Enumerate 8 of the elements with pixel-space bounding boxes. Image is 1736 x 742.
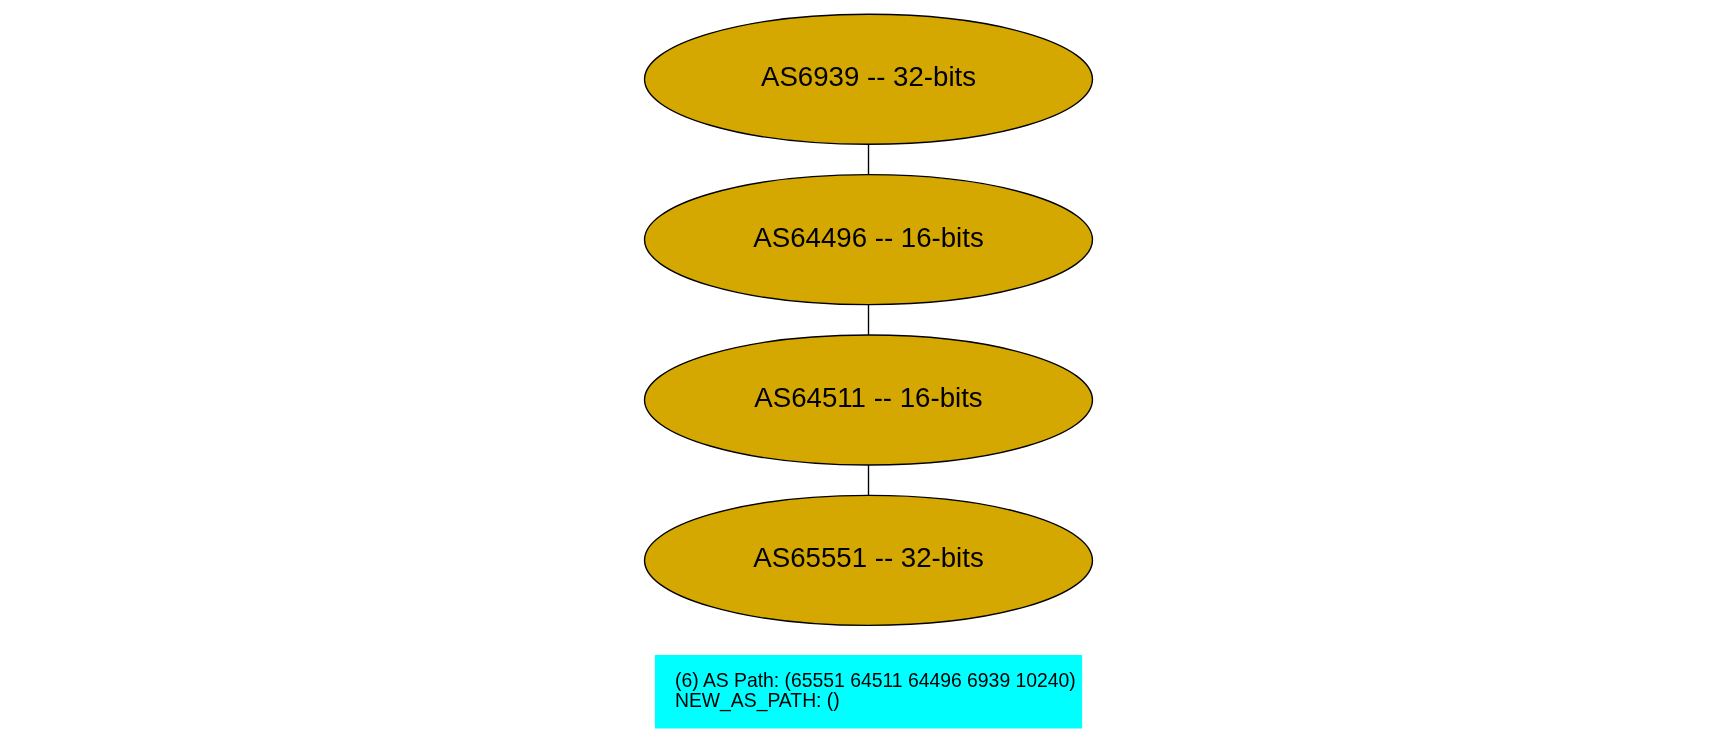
node-ellipse: AS64511 -- 16-bits (643, 334, 1093, 466)
node-box: (6) AS Path: (65551 64511 64496 6939 10240) NEW_AS_PATH: () (654, 655, 1082, 729)
connector (867, 143, 869, 176)
connector (867, 464, 869, 496)
node-ellipse: AS65551 -- 32-bits (643, 494, 1093, 627)
node-ellipse: AS64496 -- 16-bits (643, 174, 1093, 306)
node-ellipse: AS6939 -- 32-bits (643, 13, 1093, 145)
connector (867, 304, 869, 336)
